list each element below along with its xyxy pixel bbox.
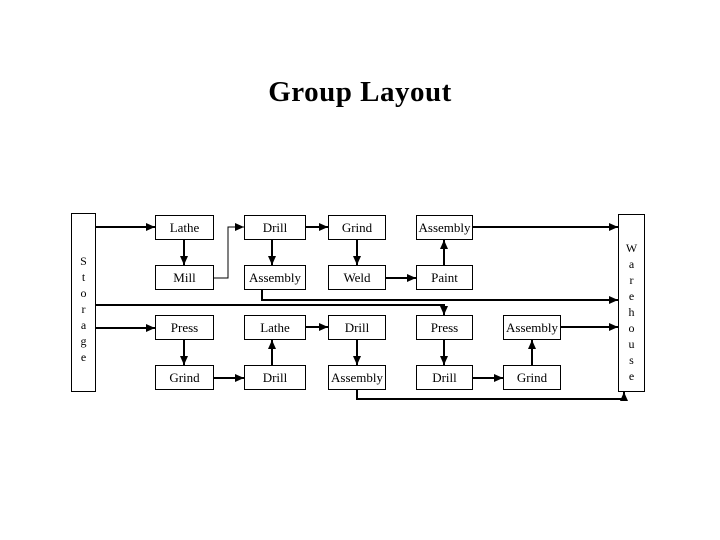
slide-title: Group Layout — [268, 76, 452, 108]
storage-box: Storage — [71, 213, 96, 392]
machine-box-r3c2: Lathe — [244, 315, 306, 340]
machine-box-r3c4: Press — [416, 315, 473, 340]
arrow-r2c1-to-r1c2 — [214, 223, 244, 279]
machine-box-r4c3: Assembly — [328, 365, 386, 390]
arrow-r2c2-to-warehouse — [261, 290, 618, 304]
warehouse-label: Warehouse — [624, 241, 639, 385]
machine-box-r2c2: Assembly — [244, 265, 306, 290]
machine-box-r1c3: Grind — [328, 215, 386, 240]
machine-box-r1c1: Lathe — [155, 215, 214, 240]
arrow-r4c3-to-warehouse — [356, 390, 628, 401]
warehouse-box: Warehouse — [618, 214, 645, 392]
machine-box-r1c4: Assembly — [416, 215, 473, 240]
machine-box-r2c1: Mill — [155, 265, 214, 290]
machine-box-r4c4: Drill — [416, 365, 473, 390]
arrow-storage-to-r3c4 — [96, 304, 448, 315]
machine-box-r2c3: Weld — [328, 265, 386, 290]
machine-box-r4c5: Grind — [503, 365, 561, 390]
machine-box-r3c1: Press — [155, 315, 214, 340]
machine-box-r3c3: Drill — [328, 315, 386, 340]
machine-box-r2c4: Paint — [416, 265, 473, 290]
machine-box-r4c2: Drill — [244, 365, 306, 390]
machine-box-r3c5: Assembly — [503, 315, 561, 340]
storage-label: Storage — [76, 254, 91, 366]
machine-box-r1c2: Drill — [244, 215, 306, 240]
machine-box-r4c1: Grind — [155, 365, 214, 390]
